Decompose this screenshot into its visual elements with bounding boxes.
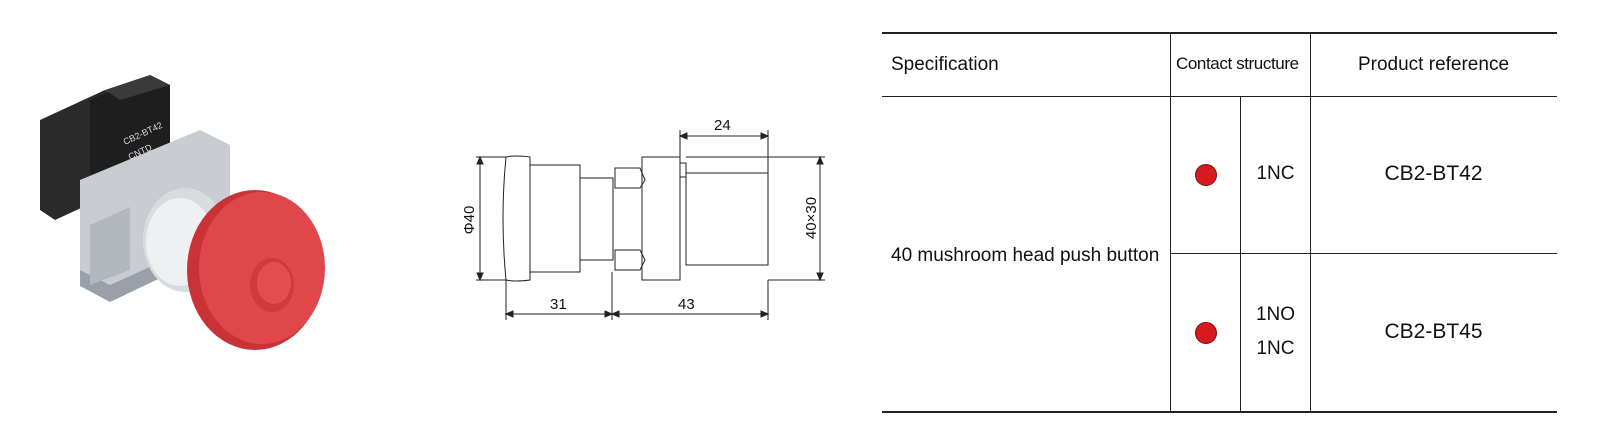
table-bottom-border (882, 411, 1557, 413)
specification-value: 40 mushroom head push button (891, 245, 1160, 266)
drawing-flange (641, 156, 681, 281)
product-photo: CB2-BT42 CNTD (30, 70, 350, 370)
dim-label-31: 31 (550, 296, 567, 313)
header-product-reference: Product reference (1357, 54, 1510, 75)
drawing-head (502, 155, 531, 282)
table-row-divider (1171, 253, 1557, 254)
dimension-drawing: 24 Φ40 40×30 31 43 (440, 100, 840, 340)
dim-label-diameter: Φ40 (461, 206, 478, 235)
table-col-divider-2 (1240, 96, 1241, 412)
header-specification: Specification (891, 54, 999, 75)
dim-label-24: 24 (714, 117, 731, 134)
drawing-neck (529, 164, 581, 273)
drawing-body (685, 172, 769, 266)
contact-value: 1NC (1256, 163, 1295, 184)
header-contact-structure: Contact structure (1176, 54, 1299, 73)
dim-label-body: 40×30 (803, 197, 820, 239)
table-col-divider-1 (1170, 32, 1171, 412)
product-reference-value: CB2-BT42 (1384, 162, 1483, 185)
product-reference-value: CB2-BT45 (1384, 320, 1483, 343)
table-col-divider-3 (1310, 32, 1311, 412)
table-top-border (882, 32, 1557, 34)
spec-table: Specification Contact structure Product … (882, 32, 1557, 413)
dim-label-43: 43 (678, 296, 695, 313)
indicator-dot (1195, 322, 1217, 344)
contact-value: 1NC (1256, 338, 1295, 359)
drawing-stem (579, 177, 614, 261)
indicator-dot (1195, 164, 1217, 186)
contact-value: 1NO (1255, 304, 1296, 325)
table-header-divider (882, 96, 1557, 97)
